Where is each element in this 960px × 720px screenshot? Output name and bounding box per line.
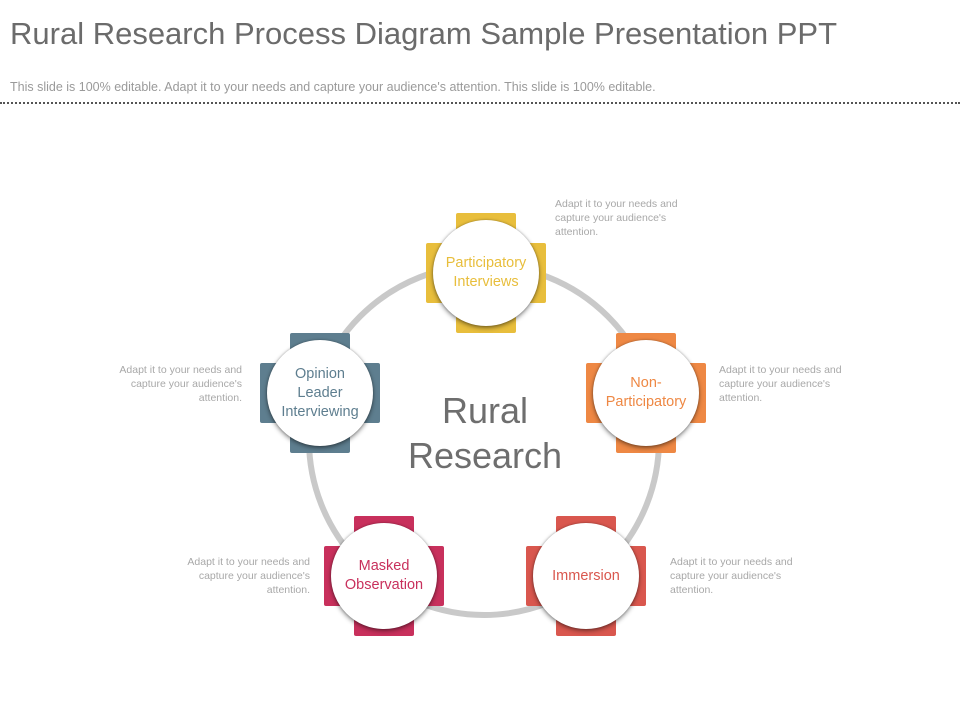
- node-opinion-leader-interviewing: Opinion Leader Interviewing: [260, 333, 380, 453]
- node-label: Opinion Leader Interviewing: [281, 365, 359, 420]
- header-divider: [0, 102, 960, 104]
- node-circle: Opinion Leader Interviewing: [267, 340, 373, 446]
- note-immersion: Adapt it to your needs and capture your …: [670, 556, 793, 596]
- note-non-participatory: Adapt it to your needs and capture your …: [719, 364, 842, 404]
- node-circle: Non-Participatory: [593, 340, 699, 446]
- node-non-participatory: Non-Participatory: [586, 333, 706, 453]
- node-circle: Masked Observation: [331, 523, 437, 629]
- note-masked-observation: Adapt it to your needs and capture your …: [187, 556, 310, 596]
- note-participatory-interviews: Adapt it to your needs and capture your …: [555, 198, 678, 238]
- note-opinion-leader-interviewing: Adapt it to your needs and capture your …: [119, 364, 242, 404]
- node-immersion: Immersion: [526, 516, 646, 636]
- slide-subtitle: This slide is 100% editable. Adapt it to…: [10, 80, 656, 94]
- node-participatory-interviews: Participatory Interviews: [426, 213, 546, 333]
- node-masked-observation: Masked Observation: [324, 516, 444, 636]
- center-label: Rural Research: [407, 390, 563, 476]
- node-circle: Participatory Interviews: [433, 220, 539, 326]
- node-label: Masked Observation: [344, 558, 424, 593]
- slide-title: Rural Research Process Diagram Sample Pr…: [10, 16, 838, 51]
- node-label: Participatory Interviews: [445, 255, 527, 290]
- node-label: Non-Participatory: [605, 375, 687, 410]
- node-circle: Immersion: [533, 523, 639, 629]
- node-label: Immersion: [552, 567, 620, 584]
